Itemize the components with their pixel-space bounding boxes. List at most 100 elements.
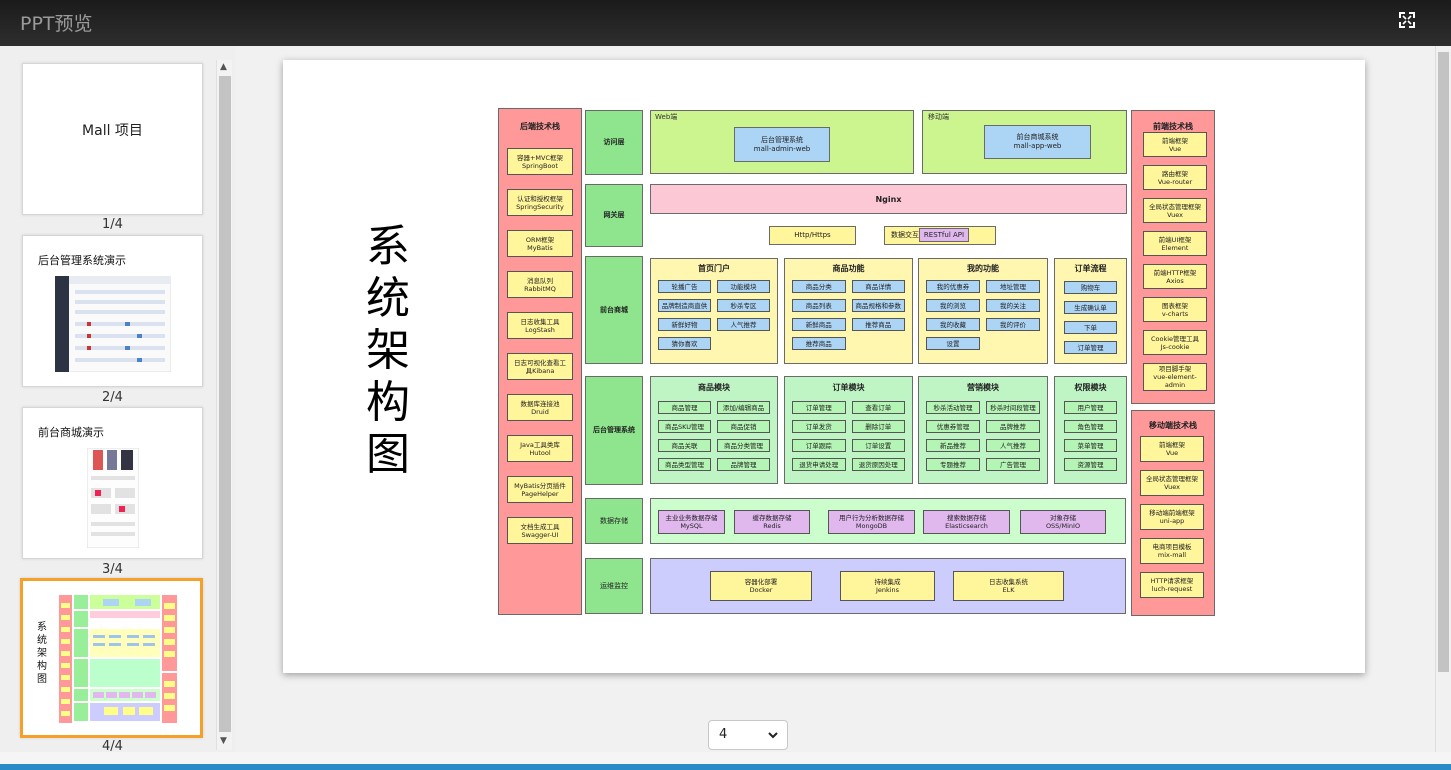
front-group-title: 我的功能 — [967, 264, 999, 273]
admin-group-title: 订单模块 — [832, 383, 865, 392]
frontend-tech-item: 图表框架 v-charts — [1143, 297, 1207, 322]
admin-item: 添加/编辑商品 — [717, 401, 770, 414]
scrollbar-thumb[interactable] — [219, 76, 231, 732]
backend-tech-item: ORM框架 MyBatis — [507, 230, 573, 257]
storage-item: 对象存储 OSS/MinIO — [1020, 510, 1106, 534]
front-item: 我的关注 — [986, 299, 1040, 312]
admin-item: 专题推荐 — [926, 458, 980, 471]
thumbnail-2[interactable]: 后台管理系统演示 — [22, 235, 203, 387]
thumbnail-scrollbar[interactable]: ▲ ▼ — [216, 60, 232, 750]
front-item: 新鲜好物 — [658, 318, 711, 331]
page-scrollbar[interactable] — [1435, 46, 1451, 752]
admin-item: 人气推荐 — [986, 439, 1040, 452]
title-bar: PPT预览 — [0, 0, 1451, 46]
layer-storage: 数据存储 — [585, 498, 643, 544]
admin-item: 商品促销 — [717, 420, 770, 433]
front-item: 商品分类 — [792, 280, 846, 293]
admin-item: 退货申请处理 — [792, 458, 846, 471]
admin-item: 广告管理 — [986, 458, 1040, 471]
frontend-tech-title: 前端技术栈 — [1153, 122, 1193, 131]
front-item: 地址管理 — [986, 280, 1040, 293]
front-item: 推荐商品 — [851, 318, 905, 331]
admin-item: 品牌管理 — [717, 458, 770, 471]
front-item: 新鲜商品 — [792, 318, 846, 331]
front-item: 下单 — [1064, 321, 1117, 334]
mobile-tech-item: 前端框架 Vue — [1140, 436, 1204, 462]
admin-group-title: 营销模块 — [967, 383, 999, 392]
backend-tech-item: 文档生成工具 Swagger-UI — [507, 517, 573, 544]
front-item: 人气推荐 — [717, 318, 770, 331]
front-item: 猜你喜欢 — [658, 337, 711, 350]
ops-item: 容器化部署 Docker — [710, 571, 812, 601]
scroll-down-icon[interactable]: ▼ — [220, 736, 227, 746]
admin-item: 订单管理 — [792, 401, 846, 414]
admin-item: 角色管理 — [1064, 420, 1117, 433]
data-exchange-label: 数据交互 — [891, 231, 919, 239]
mobile-tech-item: 移动端前端框架 uni-app — [1140, 504, 1204, 530]
front-item: 设置 — [926, 337, 980, 350]
frontend-tech-item: 前端UI框架 Element — [1143, 231, 1207, 256]
frontend-tech-item: 项目脚手架 vue-element- admin — [1143, 363, 1207, 391]
thumbnail-4-preview — [59, 595, 177, 723]
frontend-tech-item: 前端框架 Vue — [1143, 132, 1207, 157]
window-title: PPT预览 — [20, 13, 93, 35]
horizontal-scrollbar[interactable] — [0, 752, 1451, 764]
admin-item: 删除订单 — [851, 420, 905, 433]
front-item: 我的优惠券 — [926, 280, 980, 293]
fullscreen-icon[interactable] — [1398, 11, 1416, 29]
architecture-diagram: 后端技术栈 访问层 网关层 前台商城 后台管理系统 数据存储 运维监控 Web端… — [498, 108, 1216, 616]
front-item: 我的收藏 — [926, 318, 980, 331]
admin-item: 用户管理 — [1064, 401, 1117, 414]
page-scrollbar-thumb[interactable] — [1438, 52, 1449, 672]
ops-item: 日志收集系统 ELK — [953, 571, 1064, 601]
mobile-tech-item: 电商项目模板 mix-mall — [1140, 538, 1204, 564]
backend-tech-item: 日志可视化查看工 具Kibana — [507, 353, 573, 380]
mall-app-web-box: 前台商城系统 mall-app-web — [984, 125, 1091, 159]
front-item: 我的评价 — [986, 318, 1040, 331]
page-select[interactable]: 4 — [708, 720, 788, 750]
admin-item: 查看订单 — [851, 401, 905, 414]
storage-item: 用户行为分析数据存储 MongoDB — [828, 510, 915, 534]
thumbnail-3-title: 前台商城演示 — [38, 426, 104, 439]
thumbnail-1[interactable]: Mall 项目 — [22, 63, 203, 215]
thumbnail-3[interactable]: 前台商城演示 — [22, 407, 203, 559]
front-item: 功能模块 — [717, 280, 770, 293]
chevron-down-icon — [768, 732, 778, 739]
admin-item: 品牌推荐 — [986, 420, 1040, 433]
mobile-tech-item: 全局状态管理框架 Vuex — [1140, 470, 1204, 496]
thumbnail-3-number: 3/4 — [102, 562, 123, 577]
scroll-up-icon[interactable]: ▲ — [220, 62, 227, 72]
front-group-title: 订单流程 — [1074, 264, 1107, 273]
admin-group-title: 商品模块 — [698, 383, 730, 392]
admin-item: 秒杀活动管理 — [926, 401, 980, 414]
thumbnail-3-preview — [87, 448, 139, 548]
admin-item: 秒杀时间段管理 — [986, 401, 1040, 414]
storage-item: 主业业务数据存储 MySQL — [658, 510, 725, 534]
admin-item: 资源管理 — [1064, 458, 1117, 471]
backend-tech-item: MyBatis分页插件 PageHelper — [507, 476, 573, 503]
backend-tech-item: 日志收集工具 LogStash — [507, 312, 573, 339]
layer-access: 访问层 — [585, 110, 643, 175]
admin-item: 菜单管理 — [1064, 439, 1117, 452]
frontend-tech-item: 前端HTTP框架 Axios — [1143, 264, 1207, 289]
storage-item: 缓存数据存储 Redis — [734, 510, 810, 534]
admin-item: 商品类型管理 — [658, 458, 711, 471]
thumbnail-2-number: 2/4 — [102, 390, 123, 405]
backend-tech-item: 容器+MVC框架 SpringBoot — [507, 148, 573, 175]
thumbnail-1-number: 1/4 — [102, 217, 123, 232]
admin-item: 商品SKU管理 — [658, 420, 711, 433]
mobile-tech-item: HTTP请求框架 luch-request — [1140, 572, 1204, 598]
backend-tech-item: 数据库连接池 Druid — [507, 394, 573, 421]
layer-gateway: 网关层 — [585, 184, 643, 247]
slide-title: 系统架构图 — [366, 221, 410, 480]
front-item: 订单管理 — [1064, 341, 1117, 354]
front-group-title: 首页门户 — [698, 264, 730, 273]
thumbnail-2-title: 后台管理系统演示 — [38, 254, 126, 267]
backend-tech-title: 后端技术栈 — [520, 122, 560, 131]
front-item: 生成确认单 — [1064, 301, 1117, 314]
front-item: 秒杀专区 — [717, 299, 770, 312]
thumbnail-4[interactable]: 系统架构图 — [20, 578, 203, 738]
backend-tech-item: Java工具类库 Hutool — [507, 435, 573, 462]
admin-item: 订单发货 — [792, 420, 846, 433]
thumbnail-2-preview — [55, 276, 171, 372]
